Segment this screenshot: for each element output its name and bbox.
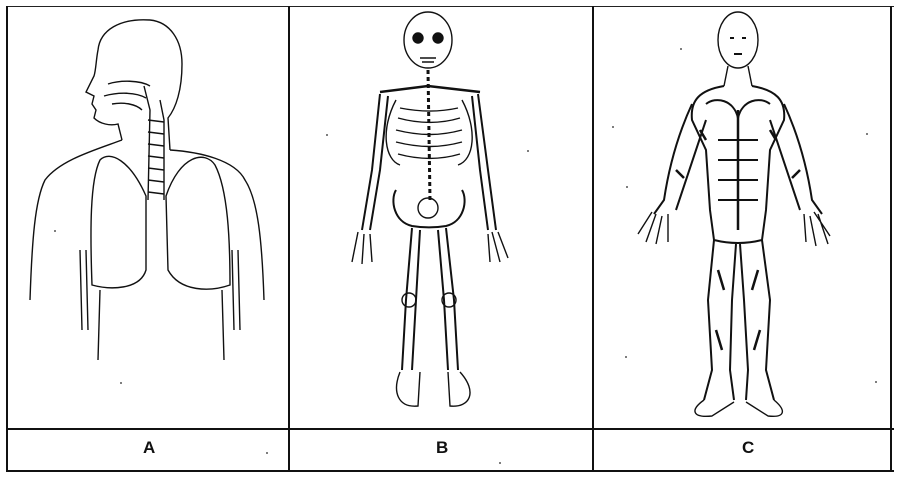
panel-label-c: C [742,438,754,458]
panel-label-b: B [436,438,448,458]
divider-a-b [288,6,290,470]
divider-b-c [592,6,594,470]
label-row [6,428,894,472]
right-border [890,6,892,470]
respiratory-system-icon [0,0,288,428]
panel-label-a: A [143,438,155,458]
